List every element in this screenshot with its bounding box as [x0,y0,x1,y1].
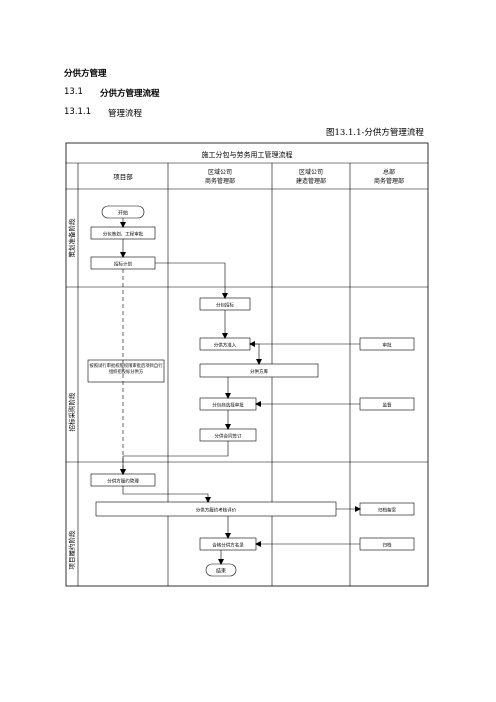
phase-label-bidding: 招标采购阶段 [67,392,76,432]
node-sign-contract-label: 分供合同签订 [215,433,242,440]
arrow-perf-to-eval [122,486,211,503]
node-subcontract-bid-label: 分包招标 [216,302,234,309]
phase-label-performance: 项目履约阶段 [67,530,76,570]
column-header-region-construct-l1: 区域公司 [299,168,323,176]
subsection-title: 管理流程 [108,109,143,119]
node-supplier-admit-label: 分供方准入 [214,342,237,349]
column-header-region-construct-l2: 建造管理部 [296,177,326,185]
section-number: 13.1 [64,87,83,97]
phase-label-prepare: 策划准备阶段 [67,218,76,258]
column-header-hq-l1: 总部 [383,168,395,176]
node-end-label: 结束 [216,568,226,575]
arrow-sign-to-perf [120,441,229,475]
subsection-number: 13.1.1 [64,107,92,117]
flowchart-frame [65,142,429,587]
column-header-hq-l2: 商务管理部 [374,177,404,185]
column-header-region-commerce-l2: 商务管理部 [205,177,235,185]
node-archive-label: 归档备案 [378,507,396,514]
node-supplier-library-label: 分供方库 [250,368,268,375]
arrow-admit-to-library [250,343,262,365]
node-file-label: 归档 [383,542,392,549]
column-header-project: 项目部 [113,172,133,181]
node-eval-approve-label: 分包商选择审批 [212,402,244,409]
node-supervise-label: 监督 [383,402,392,409]
node-perf-eval-label: 分供方履约考核评价 [196,507,237,514]
column-header-region-commerce-l1: 区域公司 [208,168,232,176]
section-title: 分供方管理流程 [100,89,160,99]
figure-caption: 图13.1.1-分供方管理流程 [326,128,424,138]
node-note-box [87,359,165,383]
document-heading: 分供方管理 [64,69,107,79]
node-start-label: 开始 [118,210,128,217]
node-plan-label: 分包策划、工程审批 [103,231,144,238]
flow-title: 施工分包与劳务用工管理流程 [202,150,293,159]
node-qualified-list-label: 合格分供方名录 [212,542,244,549]
node-perf-manage-label: 分供方履约管理 [107,478,139,485]
node-note-box-label: 按照试行审批权限权限审批后项目自行组织招投标分供方 [89,364,163,375]
arrow-bidplan-to-bid [155,262,228,299]
node-review-label: 审批 [383,342,392,349]
node-bid-plan-label: 招标计划 [114,261,132,268]
